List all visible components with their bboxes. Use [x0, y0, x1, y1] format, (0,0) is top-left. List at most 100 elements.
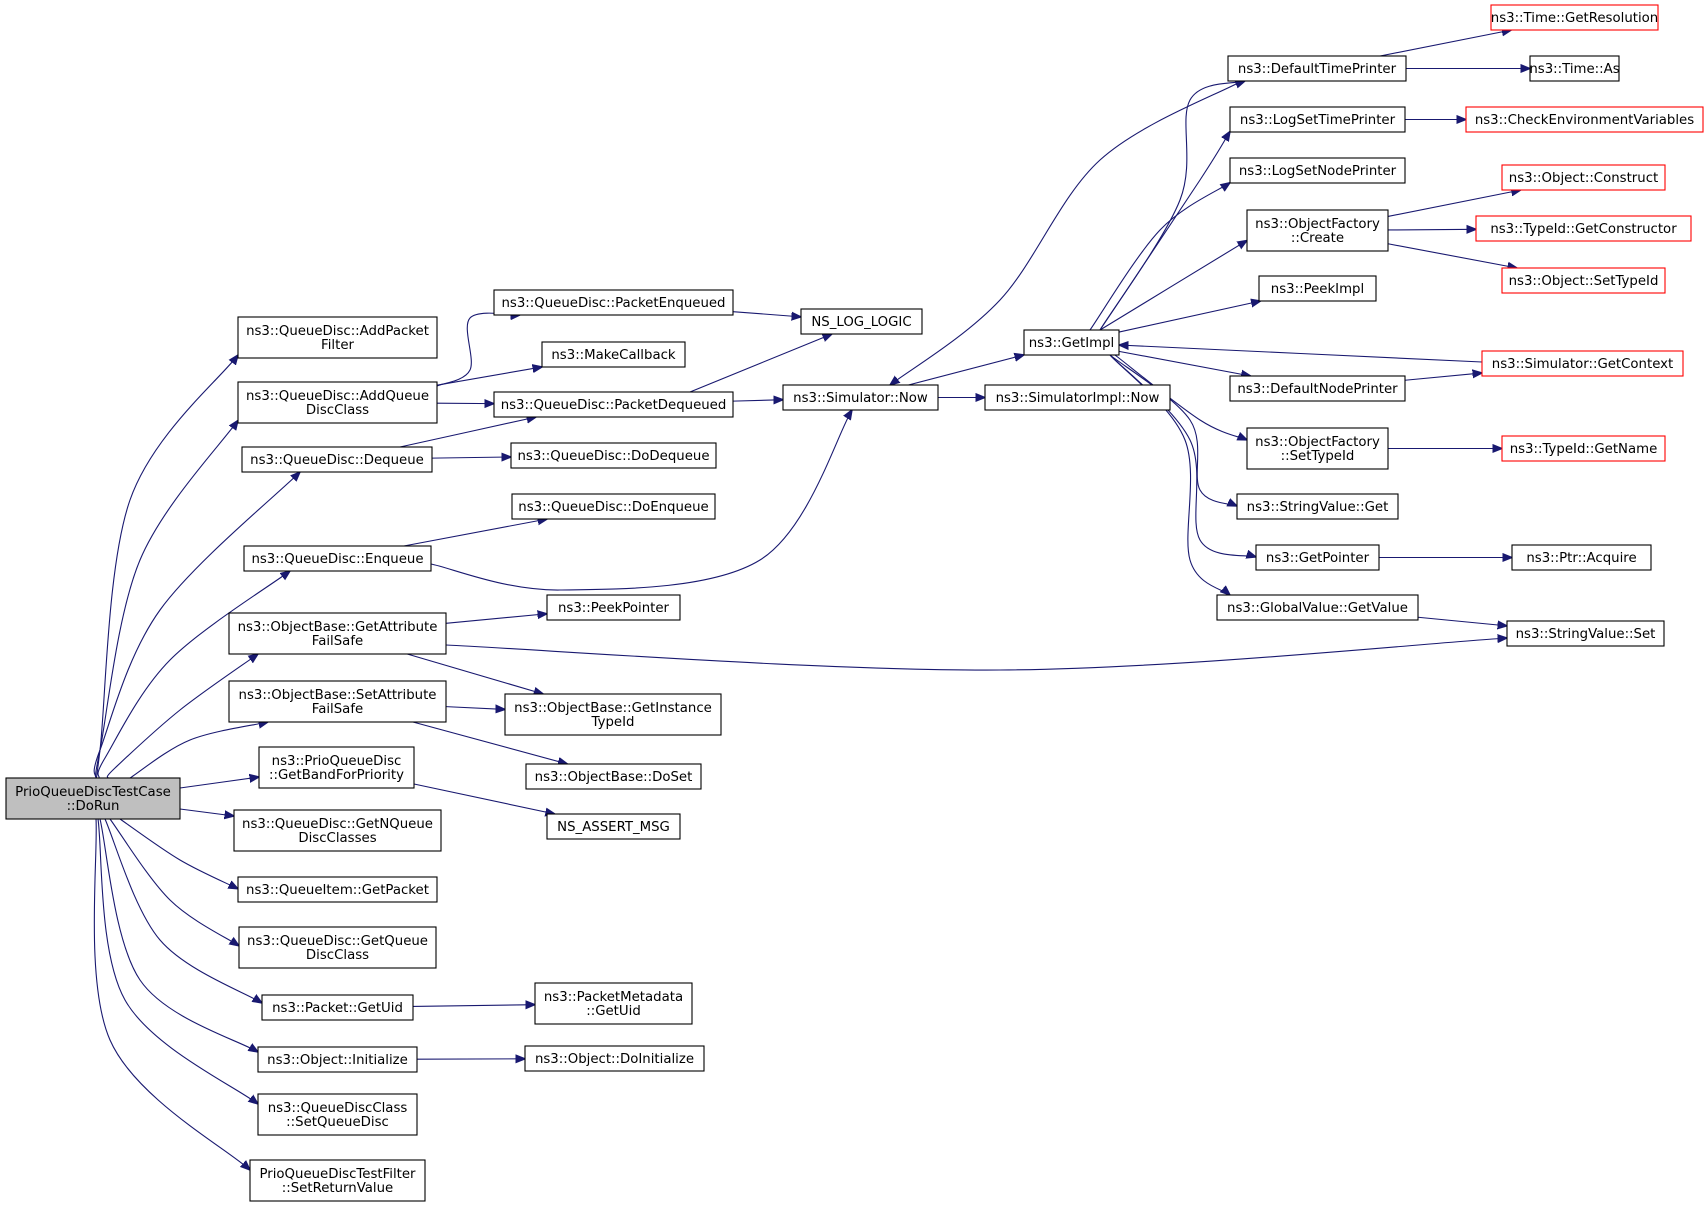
node-typeIdGetName[interactable]: ns3::TypeId::GetName — [1501, 435, 1666, 462]
node-ptrAcquire[interactable]: ns3::Ptr::Acquire — [1511, 544, 1652, 571]
node-box[interactable] — [546, 813, 681, 840]
node-typeIdGetConstructor[interactable]: ns3::TypeId::GetConstructor — [1475, 215, 1692, 242]
node-box[interactable] — [1236, 493, 1399, 520]
node-box[interactable] — [1258, 275, 1377, 302]
node-doEnqueue[interactable]: ns3::QueueDisc::DoEnqueue — [511, 493, 716, 520]
node-stringValueSet[interactable]: ns3::StringValue::Set — [1506, 620, 1665, 647]
node-box[interactable] — [493, 289, 734, 316]
node-box[interactable] — [1501, 267, 1666, 294]
node-box[interactable] — [984, 384, 1171, 411]
node-box[interactable] — [524, 1045, 705, 1072]
node-box[interactable] — [228, 612, 447, 655]
node-box[interactable] — [1529, 55, 1620, 82]
node-box[interactable] — [1481, 350, 1684, 377]
node-box[interactable] — [257, 1046, 418, 1073]
node-box[interactable] — [1229, 157, 1406, 184]
node-box[interactable] — [541, 341, 686, 368]
node-doDequeue[interactable]: ns3::QueueDisc::DoDequeue — [510, 442, 717, 469]
node-box[interactable] — [1216, 594, 1419, 621]
node-box[interactable] — [237, 316, 438, 359]
node-box[interactable] — [1501, 164, 1666, 191]
node-peekImpl[interactable]: ns3::PeekImpl — [1258, 275, 1377, 302]
node-box[interactable] — [511, 493, 716, 520]
node-nsLogLogic[interactable]: NS_LOG_LOGIC — [800, 308, 923, 335]
node-box[interactable] — [257, 1093, 418, 1136]
node-timeAs[interactable]: ns3::Time::As — [1529, 55, 1620, 82]
node-getBandForPriority[interactable]: ns3::PrioQueueDisc::GetBandForPriority — [258, 746, 415, 789]
node-box[interactable] — [237, 381, 438, 424]
node-packetGetUid[interactable]: ns3::Packet::GetUid — [261, 994, 414, 1021]
node-setQueueDisc[interactable]: ns3::QueueDiscClass::SetQueueDisc — [257, 1093, 418, 1136]
node-box[interactable] — [510, 442, 717, 469]
node-objectConstruct[interactable]: ns3::Object::Construct — [1501, 164, 1666, 191]
node-box[interactable] — [238, 926, 437, 969]
node-peekPointer[interactable]: ns3::PeekPointer — [546, 594, 681, 621]
node-simGetContext[interactable]: ns3::Simulator::GetContext — [1481, 350, 1684, 377]
node-nsAssertMsg[interactable]: NS_ASSERT_MSG — [546, 813, 681, 840]
node-doInitialize[interactable]: ns3::Object::DoInitialize — [524, 1045, 705, 1072]
node-box[interactable] — [233, 809, 442, 852]
node-logSetTimePrinter[interactable]: ns3::LogSetTimePrinter — [1229, 106, 1406, 133]
node-simImplNow[interactable]: ns3::SimulatorImpl::Now — [984, 384, 1171, 411]
node-box[interactable] — [1465, 106, 1704, 133]
node-box[interactable] — [546, 594, 681, 621]
node-box[interactable] — [800, 308, 923, 335]
node-box[interactable] — [1246, 209, 1389, 252]
node-enqueue[interactable]: ns3::QueueDisc::Enqueue — [243, 545, 432, 572]
node-checkEnvVars[interactable]: ns3::CheckEnvironmentVariables — [1465, 106, 1704, 133]
node-box[interactable] — [1501, 435, 1666, 462]
node-box[interactable] — [1229, 375, 1406, 402]
node-getPointer[interactable]: ns3::GetPointer — [1255, 544, 1380, 571]
node-box[interactable] — [782, 384, 939, 411]
node-box[interactable] — [237, 876, 438, 903]
node-box[interactable] — [241, 446, 433, 473]
node-box[interactable] — [258, 746, 415, 789]
node-box[interactable] — [1255, 544, 1380, 571]
node-logSetNodePrinter[interactable]: ns3::LogSetNodePrinter — [1229, 157, 1406, 184]
node-box[interactable] — [534, 982, 693, 1025]
node-box[interactable] — [504, 693, 722, 736]
node-globalValueGetValue[interactable]: ns3::GlobalValue::GetValue — [1216, 594, 1419, 621]
node-box[interactable] — [1227, 55, 1407, 82]
node-setReturnValue[interactable]: PrioQueueDiscTestFilter::SetReturnValue — [249, 1159, 426, 1202]
node-dequeue[interactable]: ns3::QueueDisc::Dequeue — [241, 446, 433, 473]
node-box[interactable] — [249, 1159, 426, 1202]
node-box[interactable] — [5, 777, 181, 820]
node-simulatorNow[interactable]: ns3::Simulator::Now — [782, 384, 939, 411]
node-box[interactable] — [493, 391, 734, 418]
node-makeCallback[interactable]: ns3::MakeCallback — [541, 341, 686, 368]
node-getImpl[interactable]: ns3::GetImpl — [1023, 329, 1120, 356]
node-objFactorySetTypeId[interactable]: ns3::ObjectFactory::SetTypeId — [1246, 427, 1389, 470]
node-box[interactable] — [1475, 215, 1692, 242]
node-stringValueGet[interactable]: ns3::StringValue::Get — [1236, 493, 1399, 520]
node-box[interactable] — [243, 545, 432, 572]
node-box[interactable] — [261, 994, 414, 1021]
node-box[interactable] — [1511, 544, 1652, 571]
node-timeGetResolution[interactable]: ns3::Time::GetResolution — [1490, 4, 1659, 31]
node-metadataGetUid[interactable]: ns3::PacketMetadata::GetUid — [534, 982, 693, 1025]
node-root[interactable]: PrioQueueDiscTestCase::DoRun — [5, 777, 181, 820]
node-objectInitialize[interactable]: ns3::Object::Initialize — [257, 1046, 418, 1073]
node-packetDequeued[interactable]: ns3::QueueDisc::PacketDequeued — [493, 391, 734, 418]
node-defaultNodePrinter[interactable]: ns3::DefaultNodePrinter — [1229, 375, 1406, 402]
node-box[interactable] — [1023, 329, 1120, 356]
node-box[interactable] — [1229, 106, 1406, 133]
node-objFactoryCreate[interactable]: ns3::ObjectFactory::Create — [1246, 209, 1389, 252]
node-box[interactable] — [228, 680, 447, 723]
node-objectSetTypeId[interactable]: ns3::Object::SetTypeId — [1501, 267, 1666, 294]
node-box[interactable] — [1490, 4, 1659, 31]
node-box[interactable] — [1246, 427, 1389, 470]
node-defaultTimePrinter[interactable]: ns3::DefaultTimePrinter — [1227, 55, 1407, 82]
node-box[interactable] — [1506, 620, 1665, 647]
node-queueItemGetPacket[interactable]: ns3::QueueItem::GetPacket — [237, 876, 438, 903]
node-box[interactable] — [525, 763, 702, 790]
node-packetEnqueued[interactable]: ns3::QueueDisc::PacketEnqueued — [493, 289, 734, 316]
node-doSet[interactable]: ns3::ObjectBase::DoSet — [525, 763, 702, 790]
